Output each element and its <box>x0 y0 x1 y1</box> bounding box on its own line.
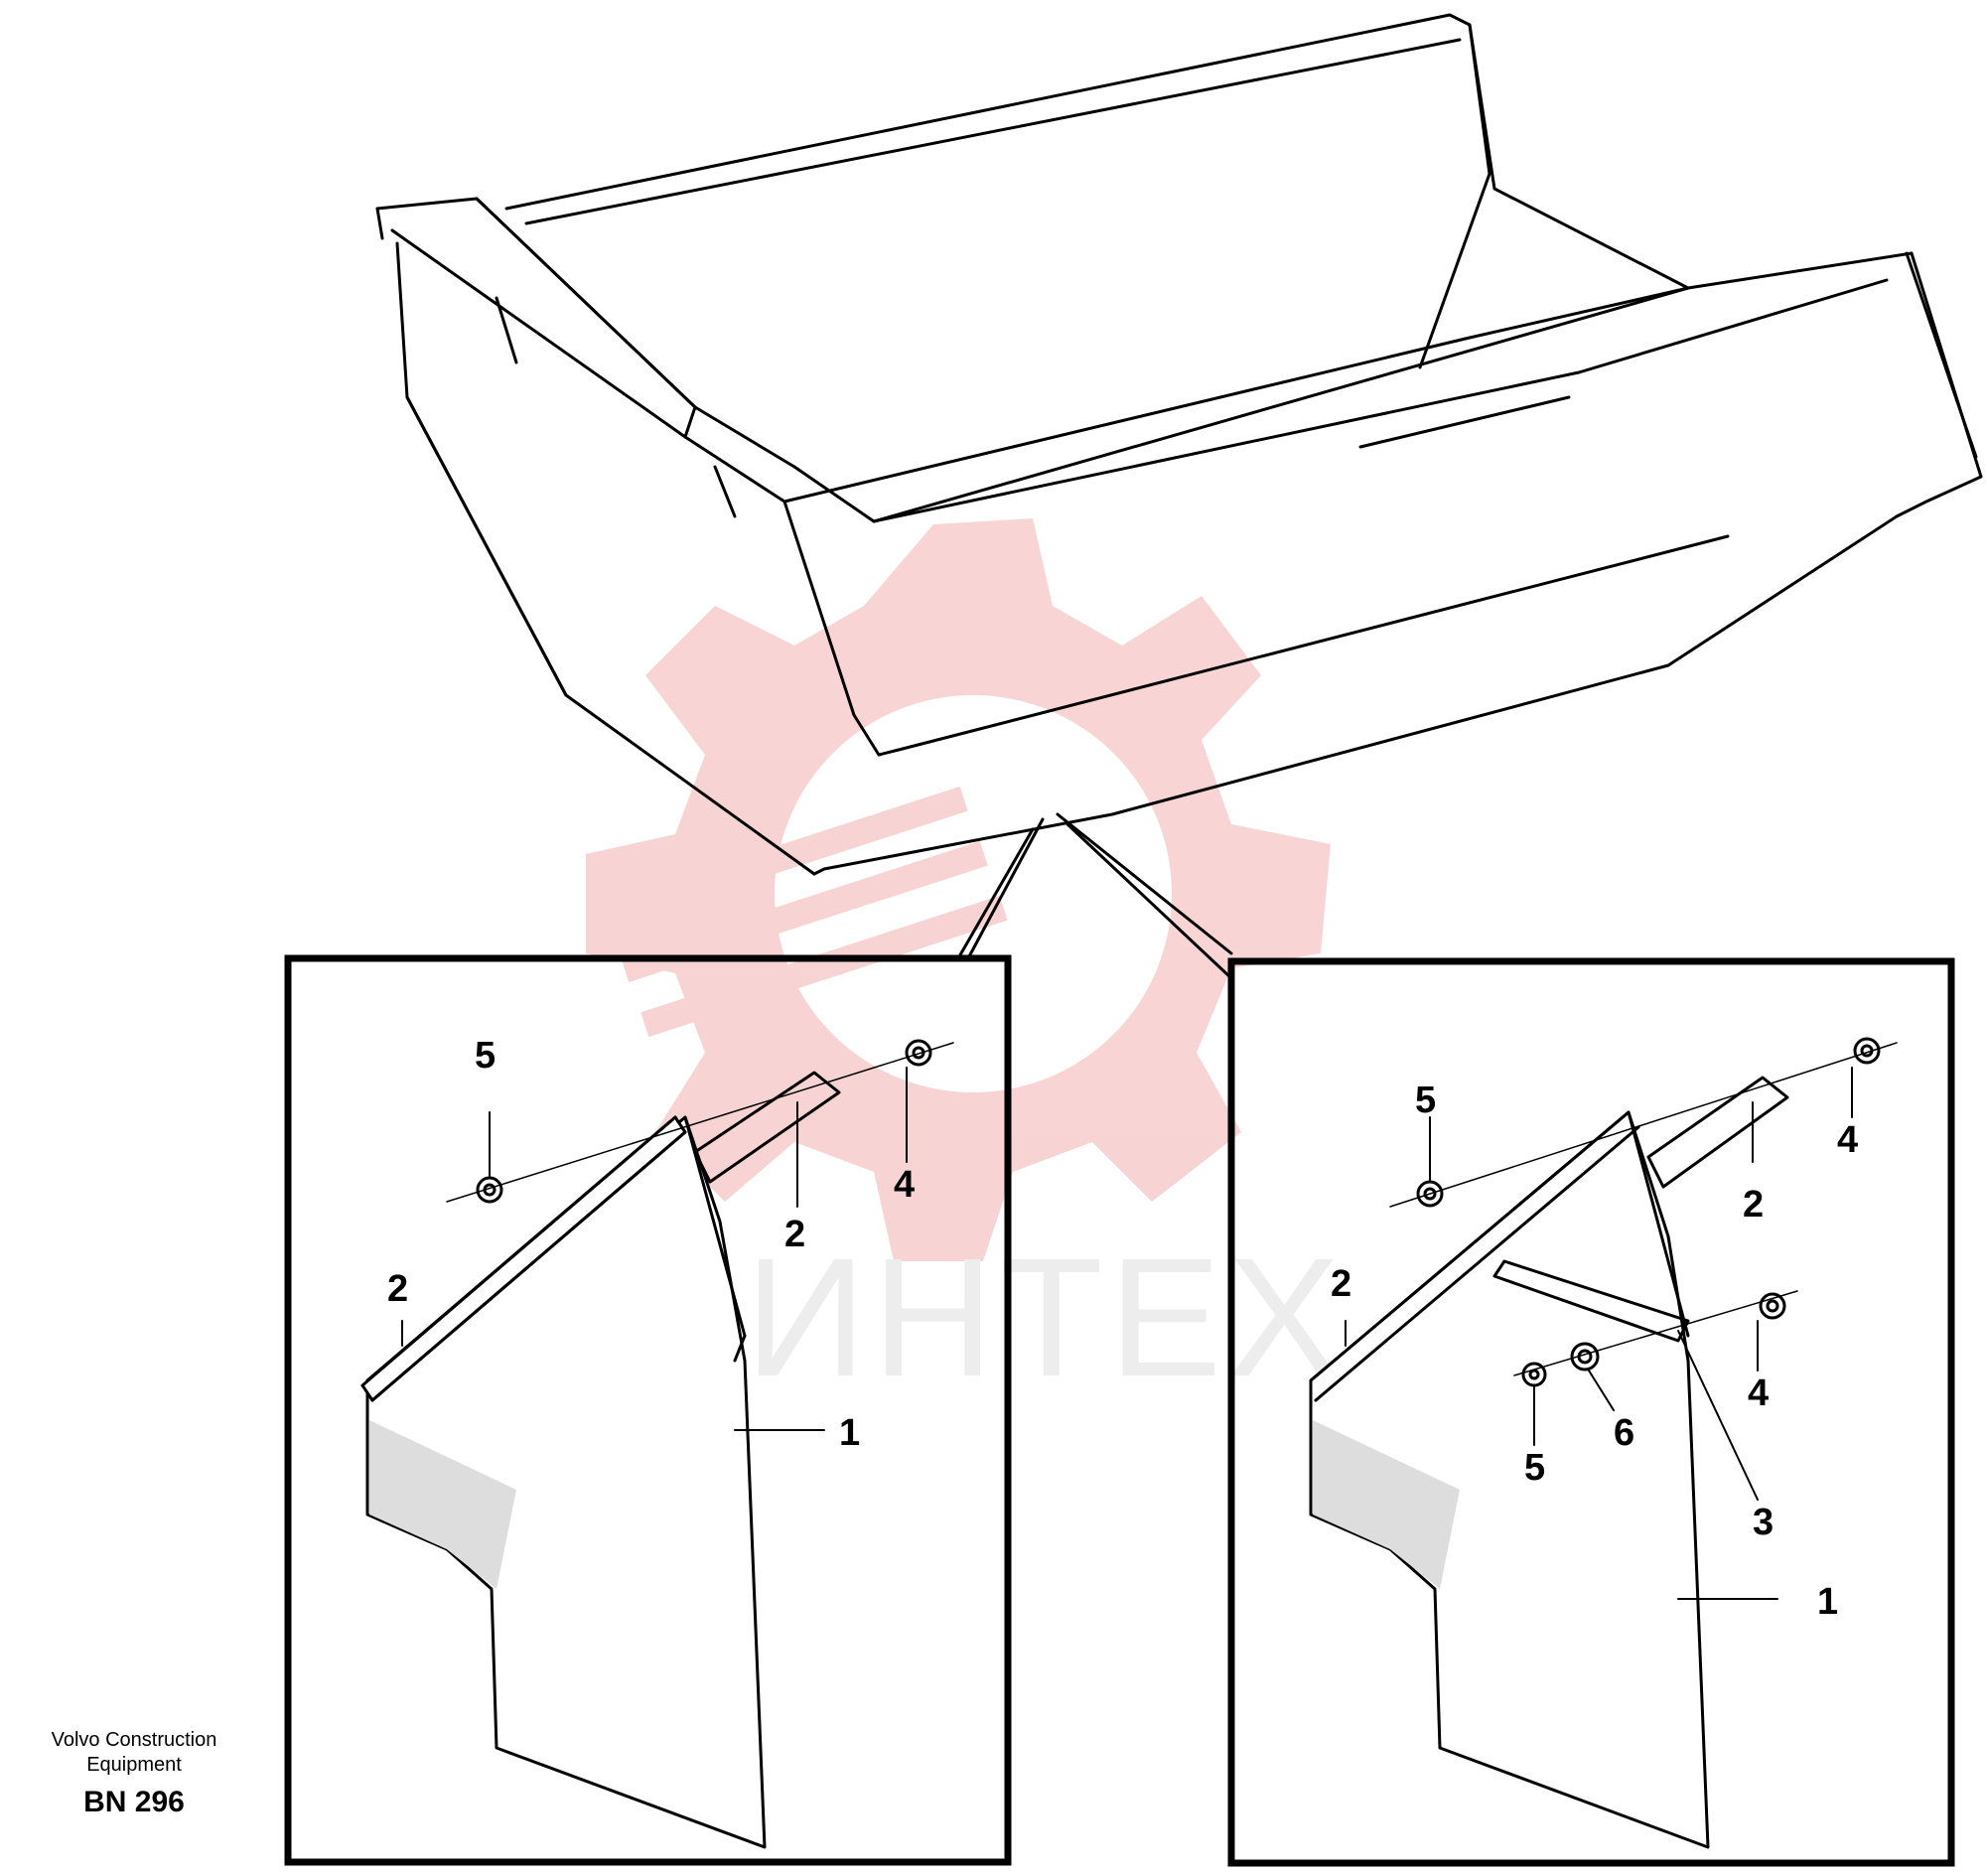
left-detail-panel: 5 4 2 2 1 <box>284 954 1012 1866</box>
right-callout-1: 1 <box>1817 1581 1838 1623</box>
left-callout-2-lower: 2 <box>387 1268 408 1310</box>
left-callout-1: 1 <box>839 1412 860 1454</box>
right-mudflap <box>1309 1037 1898 1849</box>
right-leader-lines <box>1345 1067 1853 1600</box>
left-callout-2-upper: 2 <box>784 1214 805 1255</box>
right-callout-4-lower: 4 <box>1748 1372 1769 1414</box>
right-detail-panel: 5 4 2 2 4 5 6 3 1 <box>1227 957 1955 1867</box>
manufacturer-line2: Equipment <box>86 1754 182 1776</box>
right-callout-5-lower: 5 <box>1524 1447 1545 1489</box>
left-leader-lines <box>401 1067 908 1431</box>
left-detail-frame <box>284 954 1012 1866</box>
watermark: ИНТЕХ <box>586 518 1347 1412</box>
left-mudflap <box>360 1039 954 1849</box>
right-callout-2-upper: 2 <box>1743 1184 1764 1226</box>
left-callout-4: 4 <box>894 1164 915 1206</box>
right-callout-4-upper: 4 <box>1837 1119 1858 1161</box>
footer: Volvo Construction Equipment BN 296 <box>30 1728 238 1819</box>
dump-body <box>375 13 1983 980</box>
right-callout-5-upper: 5 <box>1415 1080 1436 1121</box>
right-callout-3: 3 <box>1753 1502 1774 1543</box>
watermark-gear-icon <box>586 518 1331 1261</box>
right-mudflap-shading <box>1313 1420 1460 1589</box>
right-callout-2-lower: 2 <box>1331 1263 1351 1305</box>
manufacturer-line1: Volvo Construction <box>51 1729 217 1751</box>
watermark-speed-lines <box>601 786 1008 1038</box>
left-mudflap-shading <box>369 1420 516 1589</box>
right-detail-frame <box>1227 957 1955 1867</box>
drawing-code: BN 296 <box>83 1786 185 1818</box>
left-callout-5: 5 <box>475 1035 496 1077</box>
watermark-text: ИНТЕХ <box>745 1224 1347 1412</box>
right-callout-6: 6 <box>1614 1412 1634 1454</box>
